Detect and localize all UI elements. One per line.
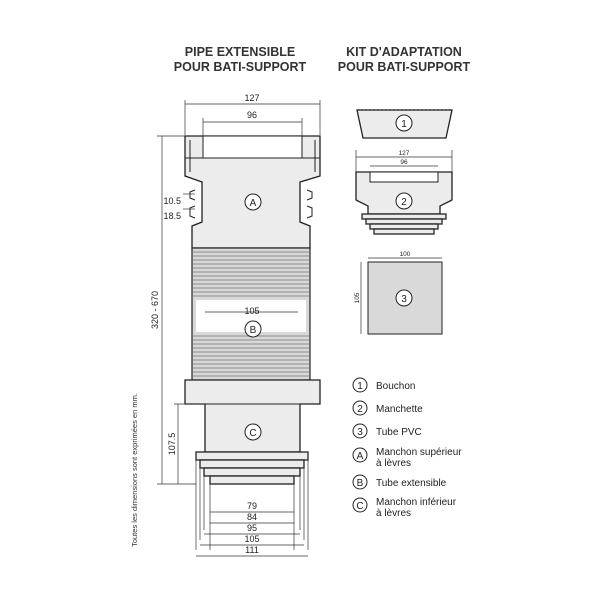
dim-bottom-84: 84 [247,512,257,522]
legend-item: A Manchon supérieur à lèvres [352,447,462,469]
legend-marker [352,497,368,513]
marker-3 [395,289,413,307]
legend-label-line2: à lèvres [376,458,411,469]
lip-ring-4 [209,475,295,485]
legend-label: Manchette [376,404,423,415]
manchette-ring-4 [373,228,435,235]
legend-label: Bouchon [376,381,415,392]
dim-bottom-105: 105 [244,534,259,544]
legend-marker-text: 1 [357,381,363,392]
manchette-ring-1 [361,213,447,220]
lip-ring-2 [199,459,305,469]
marker-a [244,193,262,211]
marker-b-label: B [250,325,257,336]
legend-marker-text: 2 [357,404,363,415]
legend-marker-text: C [356,501,363,512]
dim-bottom-111: 111 [245,545,259,555]
legend-marker-text: A [357,451,364,462]
left-title-line1: PIPE EXTENSIBLE [185,45,295,59]
notch-right [306,189,313,219]
legend-label-line2: à lèvres [376,508,411,519]
marker-a-label: A [250,198,257,209]
dim-bottom-95: 95 [247,523,257,533]
marker-3-label: 3 [401,294,407,305]
legend-marker [352,377,368,393]
legend-item: 1 Bouchon [352,377,415,393]
dim-mid-width: 105 [244,306,259,316]
legend-marker [352,447,368,463]
marker-2 [395,192,413,210]
manchette-ring-3 [369,223,439,230]
dim-notch-2: 18.5 [163,211,181,221]
manchette-inner [369,171,439,183]
dim-notch-1: 10.5 [163,196,181,206]
marker-c-label: C [249,428,256,439]
legend-marker-text: B [357,478,364,489]
lip-ring-3 [203,467,301,477]
dim-kit-outer: 127 [399,150,410,157]
notch-left [189,189,196,219]
legend-label: Manchon supérieur [376,447,462,458]
legend-item: B Tube extensible [352,474,447,490]
legend-label: Tube PVC [376,427,422,438]
dim-lower-height: 107.5 [167,433,177,456]
dim-tube-height: 105 [354,292,361,303]
dim-kit-inner: 96 [400,159,408,166]
marker-b [244,320,262,338]
legend-item: 2 Manchette [352,400,423,416]
marker-2-label: 2 [401,197,407,208]
legend-label: Manchon inférieur [376,497,457,508]
right-title-line2: POUR BATI-SUPPORT [338,60,471,74]
dimensions-note: Toutes les dimensions sont exprimées en … [130,393,139,547]
marker-1 [395,114,413,132]
legend-item: C Manchon inférieur à lèvres [352,497,457,519]
legend-marker [352,423,368,439]
pipe-drawing: 127 96 10.5 18.5 105 [150,93,321,557]
legend-marker [352,474,368,490]
dim-top-inner: 96 [247,110,257,120]
legend-marker [352,400,368,416]
right-title-line1: KIT D'ADAPTATION [346,45,462,59]
dim-tube-width: 100 [400,251,411,258]
lip-ring-1 [195,451,309,461]
legend-marker-text: 3 [357,427,363,438]
dim-top-outer: 127 [244,93,259,103]
tube-b-corrugations [193,251,309,377]
dim-bottom-79: 79 [247,501,257,511]
legend: 1 Bouchon 2 Manchette 3 Tube PVC A Manch… [352,377,462,519]
kit-drawing: 1 127 96 2 100 105 3 [354,109,453,335]
marker-c [244,423,262,441]
left-title-line2: POUR BATI-SUPPORT [174,60,307,74]
dim-total-height: 320 - 670 [150,291,160,329]
legend-item: 3 Tube PVC [352,423,422,439]
marker-1-label: 1 [401,119,407,130]
manchon-a-inner [202,135,303,159]
manchon-c [184,379,321,453]
legend-label: Tube extensible [376,478,447,489]
manchette-ring-2 [365,218,443,225]
